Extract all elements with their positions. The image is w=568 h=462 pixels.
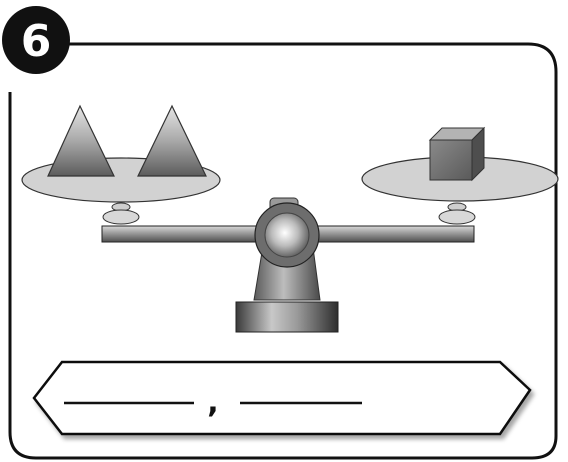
problem-number-badge: 6 [2, 6, 70, 74]
cube-weight [430, 128, 484, 180]
pivot-knob [255, 203, 319, 267]
answer-separator: , [207, 385, 218, 420]
answer-box [34, 362, 530, 434]
problem-number: 6 [21, 16, 52, 67]
